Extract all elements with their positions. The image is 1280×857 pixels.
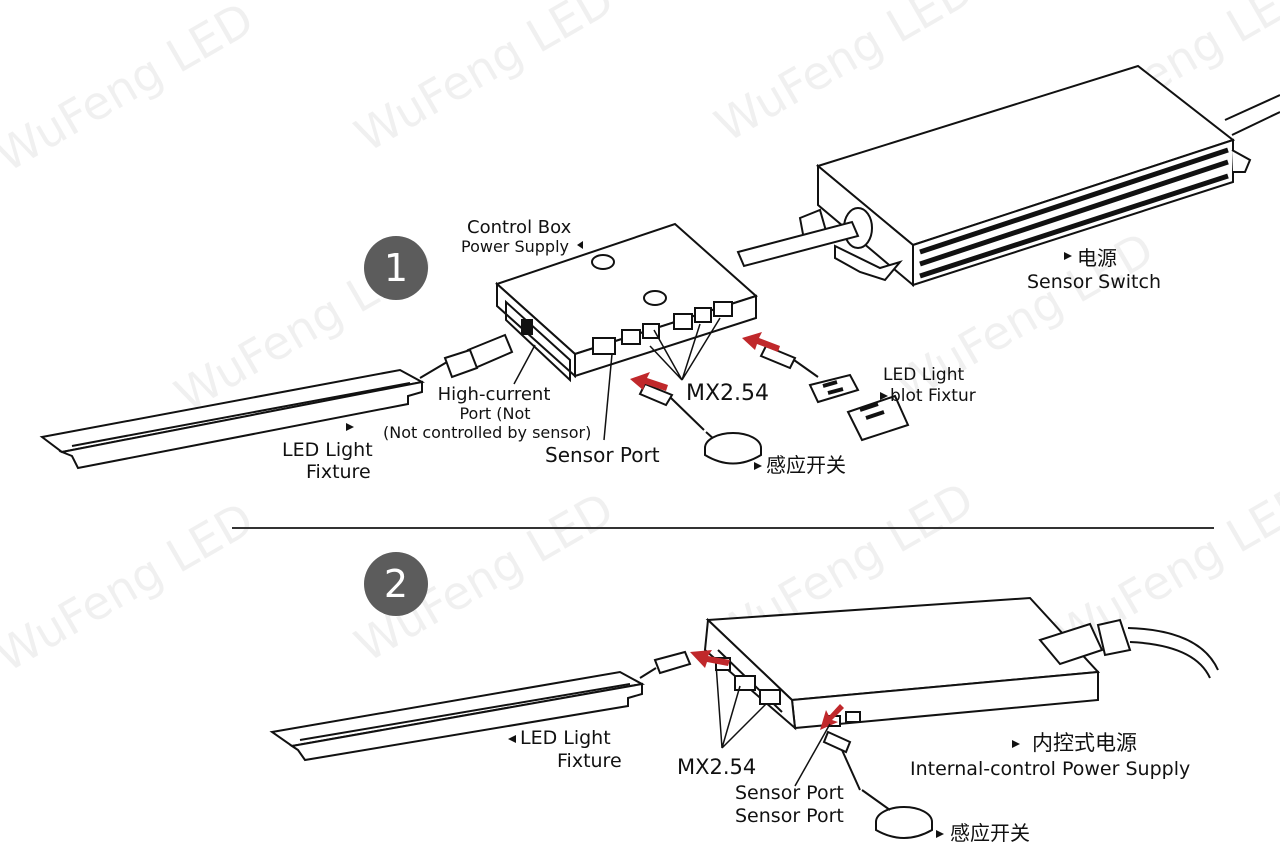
insert-arrow xyxy=(690,650,844,730)
high-current-label: High-current xyxy=(437,384,551,405)
sensor-port-label: Sensor Port xyxy=(545,443,660,467)
sensor-switch-puck xyxy=(704,431,762,465)
not-controlled-label: (Not controlled by sensor) xyxy=(383,423,592,442)
led-strip xyxy=(808,373,910,442)
internal-power-supply xyxy=(703,596,1132,731)
led-light-left-label: LED Light xyxy=(282,439,373,461)
power-cord xyxy=(1127,627,1219,679)
led-light-lower-label: LED Light xyxy=(520,727,611,749)
sensor-port-lower-label-2: Sensor Port xyxy=(735,805,844,827)
pointer-triangles xyxy=(508,735,1020,838)
callout-lines xyxy=(513,317,721,441)
callout-lines xyxy=(715,663,831,787)
sensor-port-lower-label-1: Sensor Port xyxy=(735,782,844,804)
high-current-plug xyxy=(419,333,514,379)
power-supply-unit xyxy=(798,64,1252,288)
mx-connector xyxy=(653,650,861,791)
control-box-label: Control Box xyxy=(467,217,572,238)
insert-arrow xyxy=(630,332,780,391)
fixture-lower-label: Fixture xyxy=(557,750,622,772)
step-badge-2: 2 xyxy=(364,552,428,616)
fixture-left-label: Fixture xyxy=(306,461,371,483)
mx254-lower-label: MX2.54 xyxy=(677,755,757,779)
power-supply-label: Power Supply xyxy=(461,237,569,256)
port-not-label: Port (Not xyxy=(459,404,531,423)
mx-connector xyxy=(638,344,819,431)
sensor-cn-label: 感应开关 xyxy=(766,453,846,477)
section-divider xyxy=(232,527,1214,529)
step-badge-1: 1 xyxy=(364,236,428,300)
blot-fixtur-label: blot Fixtur xyxy=(890,386,976,406)
power-source-cn-label: 电源 xyxy=(1077,246,1117,270)
mx254-label: MX2.54 xyxy=(686,381,770,406)
sensor-cn-lower-label: 感应开关 xyxy=(950,821,1030,845)
control-box xyxy=(495,222,758,383)
internal-cn-label: 内控式电源 xyxy=(1032,731,1137,755)
pointer-triangles xyxy=(346,241,1072,470)
sensor-switch-label: Sensor Switch xyxy=(1027,271,1161,293)
sensor-switch-puck xyxy=(861,789,933,839)
led-fixture-lower xyxy=(269,667,657,762)
led-fixture-left xyxy=(39,368,425,470)
led-light-right-label: LED Light xyxy=(883,365,965,385)
supply-cable xyxy=(736,220,860,268)
power-cable xyxy=(1224,94,1280,136)
internal-en-label: Internal-control Power Supply xyxy=(910,758,1191,780)
